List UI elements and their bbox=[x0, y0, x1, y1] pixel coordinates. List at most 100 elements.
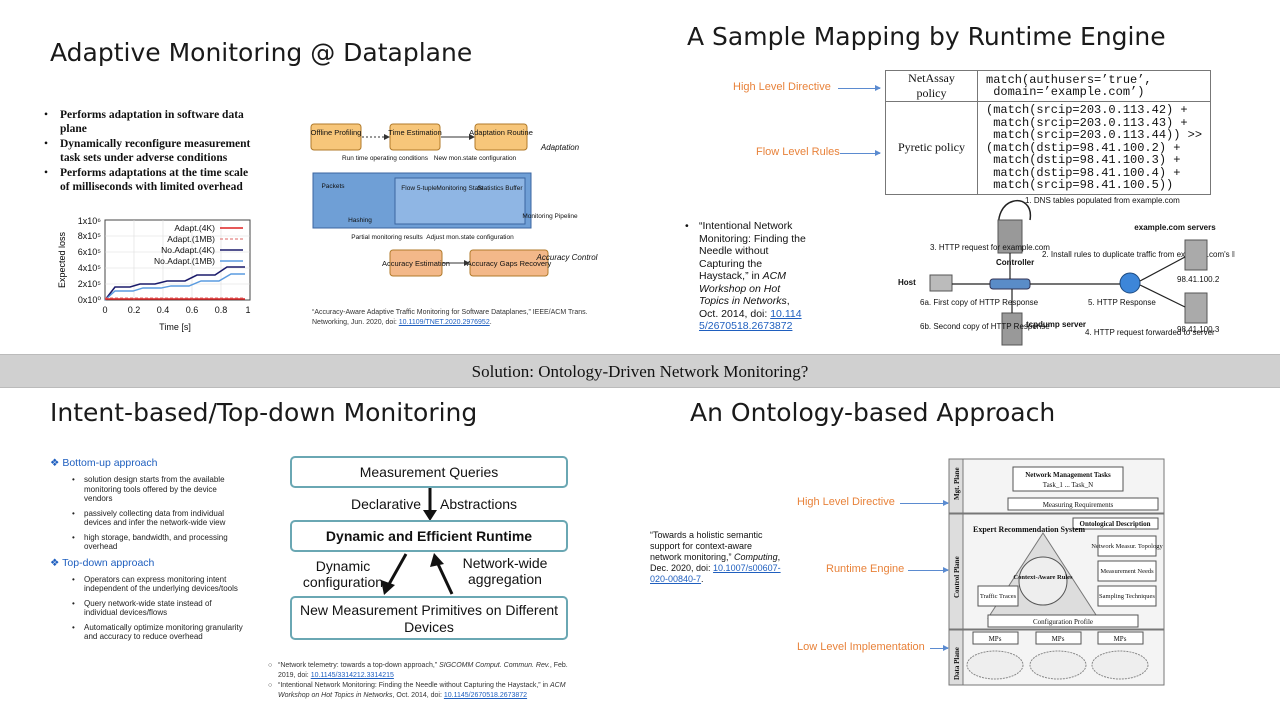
diag-accuracy-estimation: Accuracy Estimation bbox=[382, 259, 450, 268]
xtick: 0.8 bbox=[215, 305, 228, 315]
q1-bullet: Performs adaptation in software data pla… bbox=[44, 108, 259, 136]
list-item: Operators can express monitoring intent … bbox=[72, 575, 247, 594]
declarative-label: Declarative bbox=[351, 496, 422, 512]
legend-entry: Adapt.(1MB) bbox=[167, 234, 215, 244]
data-plane-label: Data Plane bbox=[953, 647, 961, 680]
q2-flow-level-label: Flow Level Rules bbox=[756, 146, 840, 158]
diag-runtime-conditions: Run time operating conditions bbox=[342, 155, 429, 162]
q3-doi-link-2[interactable]: 10.1145/2670518.2673872 bbox=[443, 692, 528, 699]
q4-title: An Ontology-based Approach bbox=[690, 398, 1056, 427]
list-item: Automatically optimize monitoring granul… bbox=[72, 623, 247, 642]
diag-flow: Flow 5-tuple bbox=[401, 185, 437, 192]
bottom-up-heading: ❖ Bottom-up approach bbox=[50, 457, 158, 469]
q3-doi-link-1[interactable]: 10.1145/3314212.3314215 bbox=[310, 672, 394, 679]
config-profile-label: Configuration Profile bbox=[1033, 618, 1093, 626]
legend-entry: No.Adapt.(4K) bbox=[161, 245, 215, 255]
ytick: 0x10⁰ bbox=[78, 295, 102, 305]
runtime-box: Dynamic and Efficient Runtime bbox=[290, 520, 568, 552]
context-rules-label: Context-Aware Rules bbox=[1013, 574, 1073, 581]
mp-label: MPs bbox=[989, 635, 1002, 643]
q4-high-level-label: High Level Directive bbox=[797, 496, 895, 508]
abstractions-label: Abstractions bbox=[440, 496, 518, 512]
onto-desc-label: Ontological Description bbox=[1080, 520, 1151, 528]
xtick: 0 bbox=[102, 305, 107, 315]
net-dns: 1. DNS tables populated from example.com bbox=[1025, 196, 1180, 205]
legend-entry: No.Adapt.(1MB) bbox=[154, 256, 215, 266]
net-ip3: 98.41.100.3 bbox=[1177, 325, 1220, 334]
meas-needs-label: Measurement Needs bbox=[1100, 568, 1154, 575]
q4-doi-link[interactable]: 10.1007/s00607-020-00840-7 bbox=[650, 563, 781, 584]
list-item: passively collecting data from individua… bbox=[72, 509, 247, 528]
net-install-rules: 2. Install rules to duplicate traffic fr… bbox=[1042, 250, 1235, 259]
net-second-copy: 6b. Second copy of HTTP Response bbox=[920, 322, 1050, 331]
x-axis-label: Time [s] bbox=[159, 322, 191, 332]
diag-new-mon-state: New mon.state configuration bbox=[434, 155, 517, 162]
q4-low-level-arrow bbox=[930, 645, 949, 651]
y-axis-label: Expected loss bbox=[57, 231, 67, 288]
q2-title: A Sample Mapping by Runtime Engine bbox=[687, 22, 1166, 51]
diag-statistics-buffer: Statistics Buffer bbox=[477, 185, 523, 192]
q3-title: Intent-based/Top-down Monitoring bbox=[50, 398, 478, 427]
ytick: 4x10⁵ bbox=[78, 263, 102, 273]
net-controller: Controller bbox=[996, 258, 1034, 267]
diag-partial-results: Partial monitoring results bbox=[351, 234, 423, 241]
net-tcpdump: tcpdump server bbox=[1026, 320, 1086, 329]
diag-adaptation-label: Adaptation bbox=[540, 143, 580, 152]
net-host: Host bbox=[898, 278, 916, 287]
nmt-label: Network Management Tasks bbox=[1025, 471, 1111, 479]
mp-label: MPs bbox=[1052, 635, 1065, 643]
q1-title: Adaptive Monitoring @ Dataplane bbox=[50, 38, 473, 67]
high-level-arrow bbox=[838, 85, 881, 91]
list-item: Query network-wide state instead of indi… bbox=[72, 599, 247, 618]
sampling-label: Sampling Techniques bbox=[1099, 593, 1155, 600]
diag-monitoring-pipeline: Monitoring Pipeline bbox=[522, 213, 578, 220]
q2-high-level-label: High Level Directive bbox=[733, 81, 831, 93]
expected-loss-plot: 0x10⁰ 2x10⁵ 4x10⁵ 6x10⁵ 8x10⁵ 1x10⁶ 0 0.… bbox=[57, 216, 251, 332]
q4-runtime-arrow bbox=[908, 567, 949, 573]
xtick: 0.6 bbox=[186, 305, 199, 315]
q4-runtime-label: Runtime Engine bbox=[826, 563, 905, 575]
q4-high-level-arrow bbox=[900, 500, 949, 506]
policy-table: NetAssay policy match(authusers=’true’, … bbox=[885, 70, 1212, 195]
list-item: solution design starts from the availabl… bbox=[72, 475, 247, 504]
legend-entry: Adapt.(4K) bbox=[174, 223, 215, 233]
mgt-plane-label: Mgt. Plane bbox=[953, 467, 961, 500]
diag-accuracy-gaps: Accuracy Gaps Recovery bbox=[467, 259, 552, 268]
diag-adjust-mon-state: Adjust mon.state configuration bbox=[426, 234, 514, 241]
series-no-adapt-4k bbox=[104, 266, 245, 301]
dynamic-config-label: Dynamic configuration bbox=[302, 558, 384, 590]
q3-citations: ○“Network telemetry: towards a top-down … bbox=[268, 662, 568, 699]
nm-topology-label: Network Measur. Topology bbox=[1091, 543, 1163, 550]
q1-bullet: Dynamically reconfigure measurement task… bbox=[44, 137, 259, 165]
xtick: 0.2 bbox=[128, 305, 141, 315]
net-http-response: 5. HTTP Response bbox=[1088, 298, 1156, 307]
tasks-label: Task_1 ... Task_N bbox=[1043, 481, 1093, 489]
series-no-adapt-1mb bbox=[104, 273, 245, 301]
plot-legend: Adapt.(4K) Adapt.(1MB) No.Adapt.(4K) No.… bbox=[154, 223, 243, 266]
diag-offline-profiling: Offline Profiling bbox=[311, 128, 362, 137]
xtick: 0.4 bbox=[157, 305, 170, 315]
diag-accuracy-control: Accuracy Control bbox=[536, 253, 598, 262]
network-wide-agg-label: Network-wide aggregation bbox=[462, 555, 548, 587]
meas-req-label: Measuring Requirements bbox=[1043, 501, 1114, 509]
diag-packets: Packets bbox=[321, 183, 345, 190]
q1-doi-link[interactable]: 10.1109/TNET.2020.2976952 bbox=[398, 319, 490, 326]
net-servers: example.com servers bbox=[1134, 223, 1216, 232]
ytick: 2x10⁵ bbox=[78, 279, 102, 289]
expert-label: Expert Recommendation System bbox=[973, 525, 1085, 534]
config-aggregation-arrows bbox=[381, 553, 454, 595]
diag-hashing: Hashing bbox=[348, 217, 372, 224]
netassay-code: match(authusers=’true’, domain=’example.… bbox=[976, 70, 1212, 102]
adaptation-diagram: Offline Profiling Time Estimation Adapta… bbox=[310, 123, 598, 277]
q2-doi-link[interactable]: 10.1145/2670518.2673872 bbox=[699, 307, 802, 333]
net-ip2: 98.41.100.2 bbox=[1177, 275, 1220, 284]
control-plane-label: Control Plane bbox=[953, 556, 961, 598]
diag-monitoring-state: Monitoring State bbox=[436, 185, 484, 192]
net-first-copy: 6a. First copy of HTTP Response bbox=[920, 298, 1039, 307]
net-forwarded: 4. HTTP request forwarded to server bbox=[1085, 328, 1215, 337]
diag-time-estimation: Time Estimation bbox=[388, 128, 442, 137]
q1-bullet: Performs adaptations at the time scale o… bbox=[44, 166, 259, 194]
flow-level-arrow bbox=[840, 150, 881, 156]
ytick: 1x10⁶ bbox=[78, 216, 102, 226]
q3-approach-list: ❖ Bottom-up approach solution design sta… bbox=[50, 457, 247, 647]
